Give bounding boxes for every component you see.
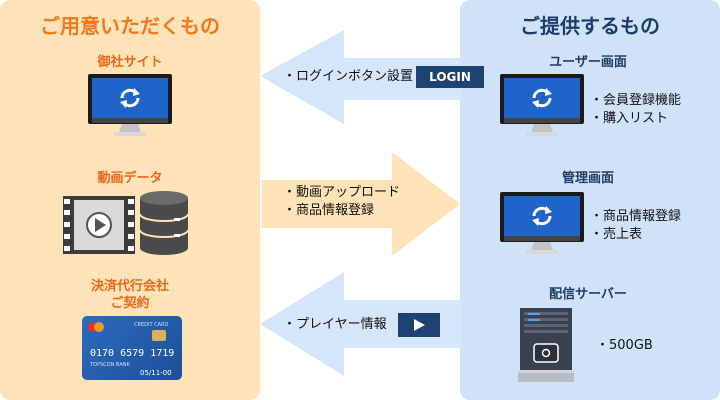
card-number-3: 1719 — [150, 348, 175, 359]
user-screen-label: ユーザー画面 — [549, 55, 627, 70]
card-number-2: 6579 — [120, 348, 145, 359]
user-screen-item-1: ・会員登録機能 — [590, 93, 682, 108]
play-icon — [414, 319, 425, 331]
upload-item-2: ・商品情報登録 — [283, 203, 375, 218]
site-label: 御社サイト — [97, 55, 163, 70]
card-name: CREDIT CARD — [134, 322, 169, 328]
card-bank: TOPSCON BANK — [90, 362, 130, 368]
film-strip-icon — [63, 196, 135, 254]
login-arrow — [260, 30, 462, 124]
admin-screen-item-2: ・売上表 — [590, 227, 643, 242]
payment-label-line2: ご契約 — [110, 296, 150, 311]
payment-label-line1: 決済代行会社 — [90, 279, 169, 294]
admin-screen-label: 管理画面 — [561, 171, 614, 186]
player-arrow-text: ・プレイヤー情報 — [283, 317, 387, 332]
left-panel-title: ご用意いただくもの — [40, 14, 220, 38]
database-icon — [139, 191, 189, 255]
video-label: 動画データ — [97, 171, 163, 186]
upload-item-1: ・動画アップロード — [283, 185, 401, 200]
admin-screen-item-1: ・商品情報登録 — [590, 209, 682, 224]
login-button: LOGIN — [416, 66, 484, 88]
refresh-icon — [120, 88, 140, 108]
server-icon — [518, 308, 574, 382]
card-expiry: 05/11-00 — [140, 369, 172, 377]
monitor-icon — [500, 74, 584, 136]
monitor-icon — [88, 74, 172, 136]
play-badge — [398, 313, 440, 337]
credit-card-icon: CREDIT CARD 0170 6579 1719 TOPSCON BANK … — [82, 316, 182, 380]
player-arrow — [260, 272, 462, 376]
monitor-icon — [500, 192, 584, 254]
login-arrow-text: ・ログインボタン設置 — [283, 69, 414, 84]
card-brand-icon — [88, 322, 98, 332]
upload-arrow — [262, 152, 460, 256]
card-chip — [152, 330, 166, 341]
user-screen-item-2: ・購入リスト — [590, 111, 669, 126]
refresh-icon — [532, 206, 552, 226]
card-number-1: 0170 — [90, 348, 115, 359]
refresh-icon — [532, 88, 552, 108]
right-panel-title: ご提供するもの — [520, 14, 660, 38]
server-label: 配信サーバー — [549, 287, 627, 302]
server-item-1: ・500GB — [596, 338, 653, 353]
